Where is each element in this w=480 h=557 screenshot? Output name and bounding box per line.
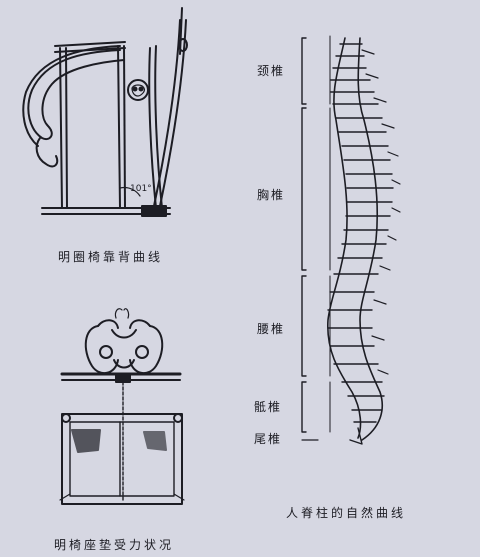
seat-plan-drawing	[59, 413, 185, 505]
spine-label-cervical: 颈椎	[257, 64, 286, 78]
seat-force-caption: 明椅座垫受力状况	[54, 538, 175, 552]
spine-label-coccyx: 尾椎	[254, 432, 283, 446]
chair-back-curve-caption: 明圈椅靠背曲线	[58, 250, 164, 264]
pelvis-drawing	[60, 308, 182, 501]
chair-angle-label: 101°	[130, 184, 152, 194]
spine-label-thoracic: 胸椎	[257, 188, 286, 202]
spine-label-sacral: 骶椎	[254, 400, 283, 414]
spine-label-lumbar: 腰椎	[257, 322, 286, 336]
spine-curve-caption: 人脊柱的自然曲线	[286, 506, 407, 520]
chair-back-drawing	[22, 7, 188, 217]
spine-drawing	[301, 35, 401, 445]
